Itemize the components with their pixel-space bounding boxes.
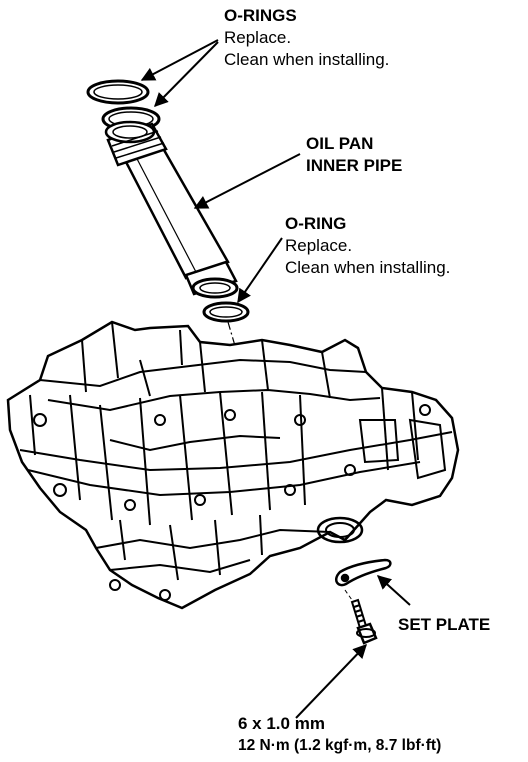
set-plate-title: SET PLATE [398, 615, 491, 634]
arrow-inner-pipe [193, 153, 301, 209]
bolt-size: 6 x 1.0 mm [238, 714, 325, 733]
mounting-bolt [350, 598, 378, 645]
set-plate-callout: SET PLATE [398, 614, 490, 636]
o-ring-callout: O-RING Replace. Clean when installing. [285, 213, 450, 279]
arrow-o-rings-lower [154, 41, 219, 107]
lower-o-ring [202, 301, 250, 323]
o-ring-clean: Clean when installing. [285, 258, 451, 277]
o-rings-title: O-RINGS [224, 6, 297, 25]
transmission-case [6, 320, 460, 610]
arrow-set-plate [376, 575, 411, 606]
oil-pan-inner-pipe [104, 120, 239, 299]
arrow-o-rings-upper [140, 39, 219, 81]
leader-arrows [140, 39, 411, 719]
bolt-torque: 12 N·m (1.2 kgf·m, 8.7 lbf·ft) [238, 737, 442, 754]
o-ring-replace: Replace. [285, 236, 353, 255]
arrow-o-ring [237, 237, 283, 304]
inner-pipe-line2: INNER PIPE [306, 156, 403, 175]
arrow-bolt [295, 643, 367, 719]
o-rings-clean: Clean when installing. [224, 50, 390, 69]
bolt-callout: 6 x 1.0 mm 12 N·m (1.2 kgf·m, 8.7 lbf·ft… [238, 713, 441, 757]
o-rings-callout: O-RINGS Replace. Clean when installing. [224, 5, 389, 71]
set-plate [335, 558, 392, 587]
bolt-centerline [344, 589, 353, 601]
upper-o-ring-1 [86, 79, 150, 105]
inner-pipe-callout: OIL PAN INNER PIPE [306, 133, 402, 177]
inner-pipe-line1: OIL PAN [306, 134, 374, 153]
o-ring-title: O-RING [285, 214, 347, 233]
o-rings-replace: Replace. [224, 28, 292, 47]
